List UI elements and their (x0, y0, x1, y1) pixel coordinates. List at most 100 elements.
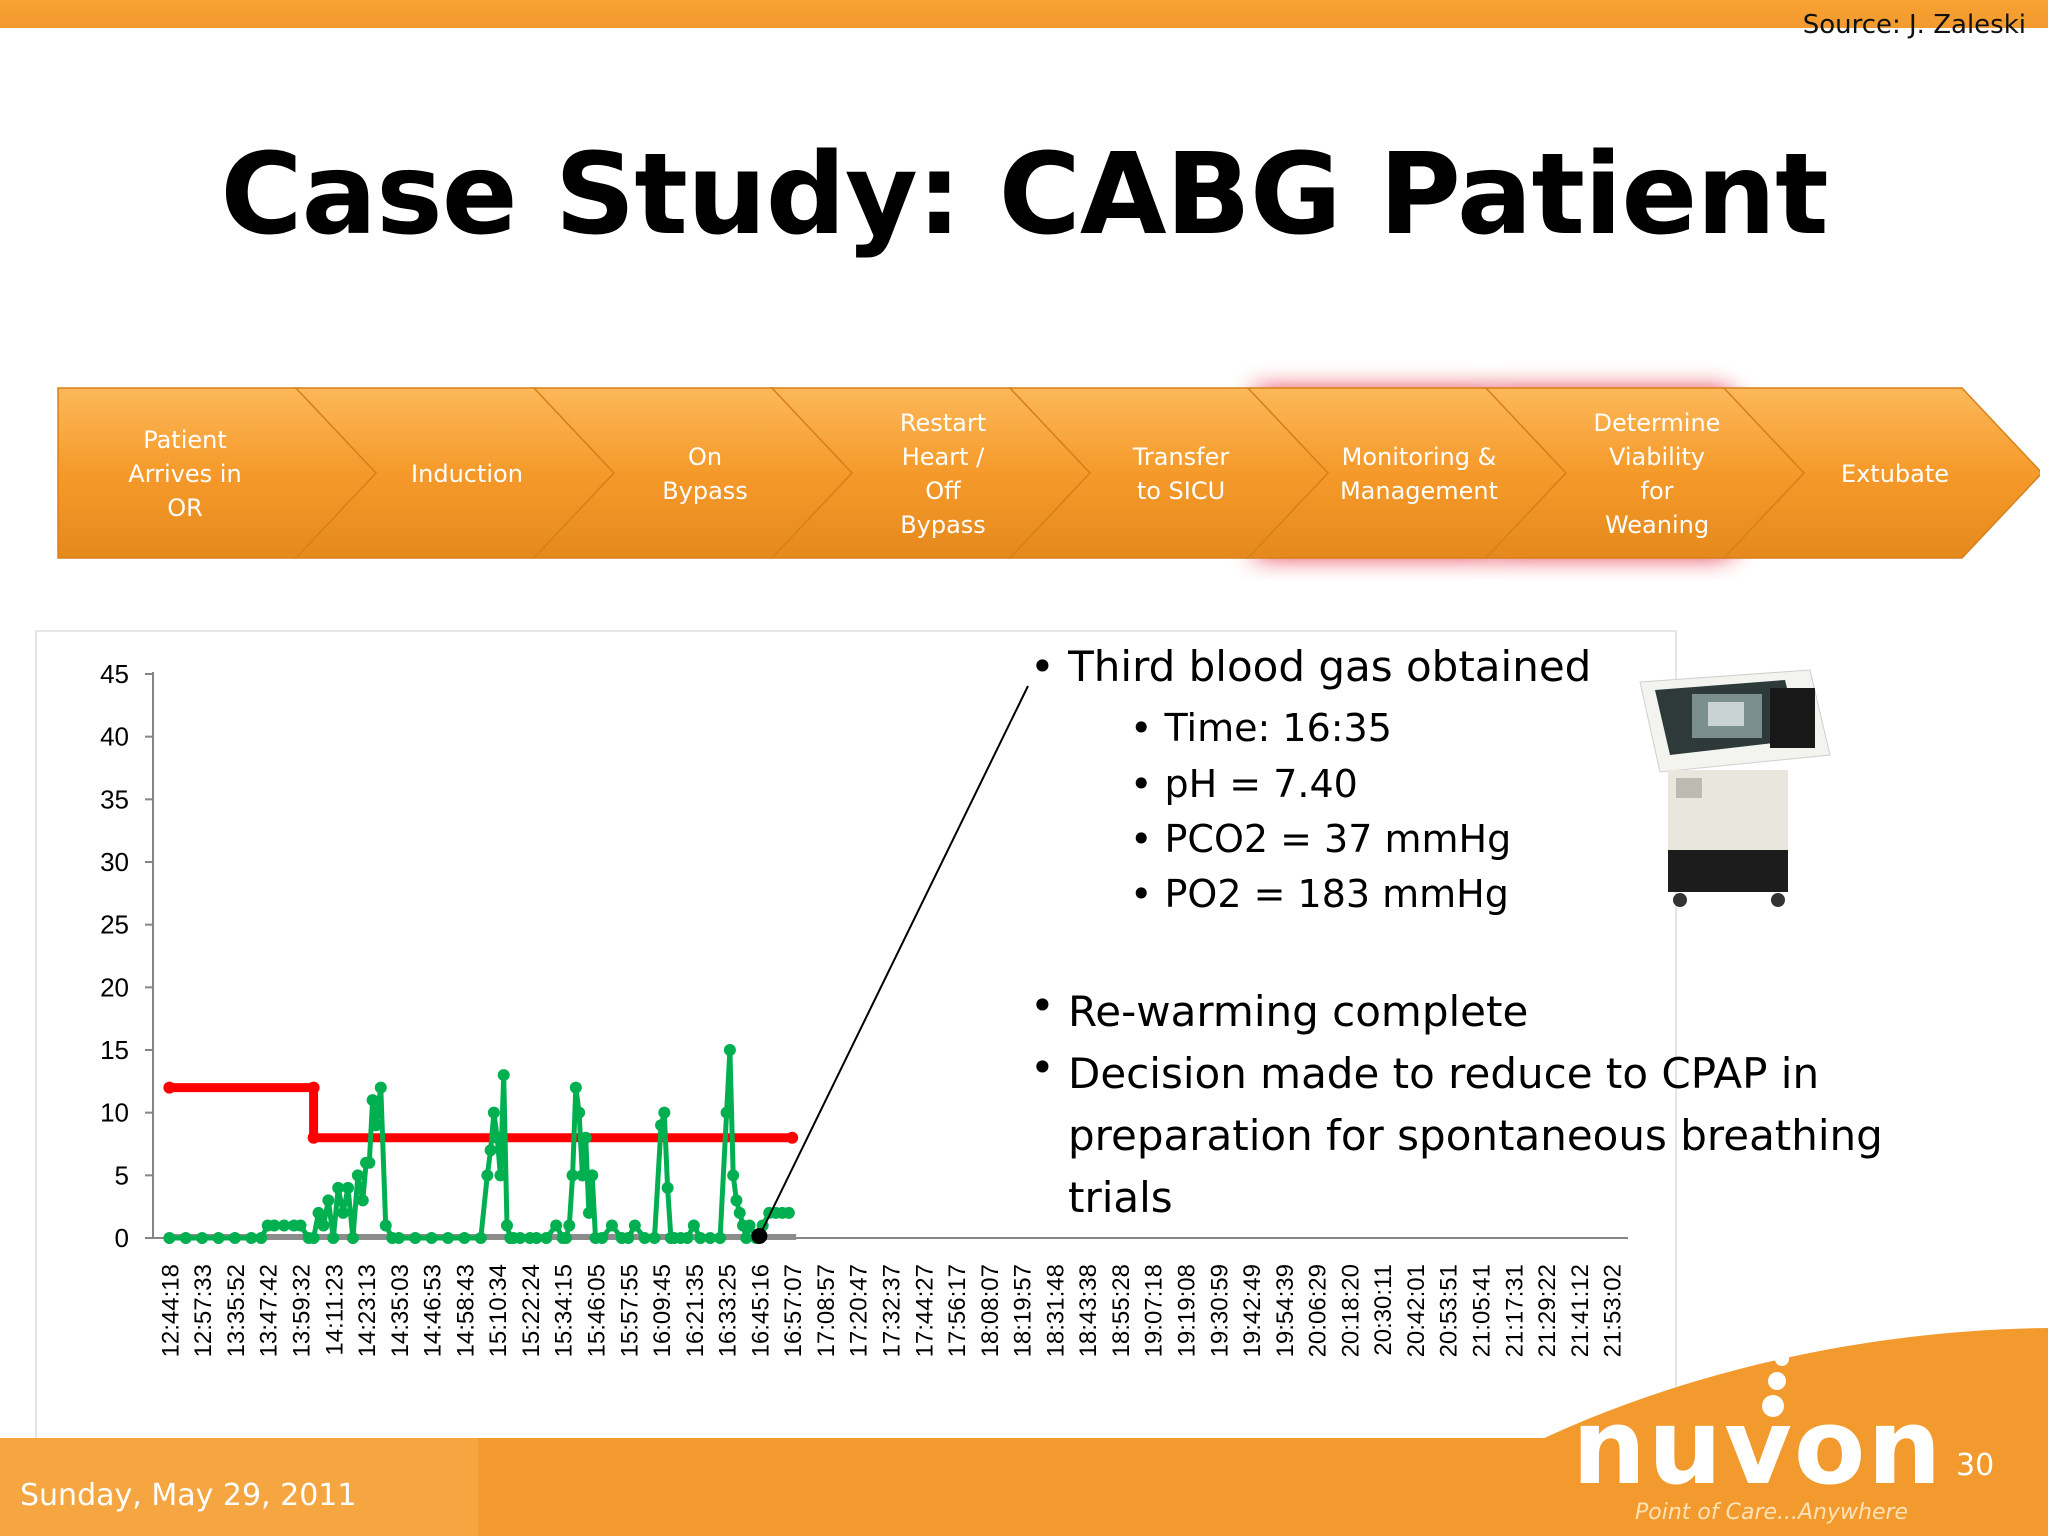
x-tick-label: 13:47:42 (256, 1264, 283, 1357)
x-tick-label: 21:41:12 (1567, 1264, 1594, 1357)
data-point (442, 1232, 454, 1244)
x-tick-label: 16:09:45 (649, 1264, 676, 1357)
data-point (317, 1219, 330, 1232)
x-tick-label: 12:57:33 (190, 1264, 217, 1357)
data-point (294, 1219, 307, 1232)
data-point (458, 1232, 471, 1244)
x-tick-label: 17:32:37 (879, 1264, 906, 1357)
x-tick-label: 15:46:05 (584, 1264, 611, 1357)
data-point (346, 1232, 359, 1244)
process-step-label: Induction (411, 460, 523, 488)
y-tick-label: 20 (100, 972, 129, 1002)
data-point (687, 1219, 700, 1232)
x-tick-label: 19:19:08 (1174, 1264, 1201, 1357)
data-point (196, 1232, 209, 1244)
x-tick-label: 16:45:16 (747, 1264, 774, 1357)
data-point (605, 1219, 618, 1232)
callout-marker (751, 1228, 768, 1244)
data-point (514, 1232, 527, 1244)
data-point (494, 1169, 507, 1182)
x-tick-label: 18:08:07 (977, 1264, 1004, 1357)
x-tick-label: 18:31:48 (1042, 1264, 1069, 1357)
data-point (392, 1232, 405, 1244)
x-tick-label: 13:35:52 (223, 1264, 250, 1357)
data-point (655, 1119, 668, 1132)
data-point (730, 1194, 743, 1207)
data-point (307, 1131, 320, 1144)
data-point (576, 1169, 589, 1182)
data-point (540, 1232, 553, 1244)
annotation-item: • pH = 7.40 (1130, 762, 1358, 806)
data-point (704, 1232, 717, 1244)
data-point (179, 1232, 192, 1244)
x-tick-label: 13:59:32 (289, 1264, 316, 1357)
logo-tagline: Point of Care...Anywhere (1635, 1500, 1909, 1525)
x-tick-label: 14:46:53 (420, 1264, 447, 1357)
x-tick-label: 17:44:27 (911, 1264, 938, 1357)
x-tick-label: 17:20:47 (846, 1264, 873, 1357)
data-point (786, 1131, 799, 1144)
data-point (573, 1106, 586, 1119)
data-point (374, 1081, 387, 1094)
y-tick-label: 15 (100, 1035, 129, 1065)
x-tick-label: 14:23:13 (354, 1264, 381, 1357)
data-point (487, 1106, 500, 1119)
data-point (366, 1094, 379, 1107)
annotation-item: • PCO2 = 37 mmHg (1130, 817, 1512, 861)
x-tick-label: 19:07:18 (1141, 1264, 1168, 1357)
data-point (163, 1232, 176, 1244)
y-tick-label: 35 (100, 784, 129, 814)
data-point (661, 1181, 674, 1194)
x-tick-label: 16:21:35 (682, 1264, 709, 1357)
y-tick-label: 40 (100, 722, 129, 752)
annotation-heading: • Third blood gas obtained (1030, 642, 1592, 691)
x-tick-label: 15:34:15 (551, 1264, 578, 1357)
data-point (782, 1206, 795, 1219)
y-tick-label: 25 (100, 910, 129, 940)
data-point (351, 1169, 364, 1182)
data-point (337, 1206, 350, 1219)
x-tick-label: 18:43:38 (1075, 1264, 1102, 1357)
data-point (484, 1144, 497, 1157)
series-line (169, 1083, 793, 1143)
data-point (586, 1169, 599, 1182)
data-point (312, 1206, 325, 1219)
data-point (723, 1044, 736, 1056)
data-point (327, 1232, 340, 1244)
data-point (379, 1219, 392, 1232)
data-point (501, 1219, 513, 1232)
data-point (694, 1232, 707, 1244)
data-point (363, 1156, 376, 1169)
y-tick-label: 0 (115, 1223, 129, 1253)
data-point (474, 1232, 487, 1244)
y-tick-label: 10 (100, 1098, 129, 1128)
x-tick-label: 16:33:25 (715, 1264, 742, 1357)
x-tick-label: 20:18:20 (1337, 1264, 1364, 1357)
data-point (307, 1081, 320, 1094)
x-tick-label: 15:22:24 (518, 1264, 545, 1357)
data-point (582, 1206, 595, 1219)
process-step (1722, 387, 2040, 559)
callout-line (758, 685, 1029, 1237)
data-point (563, 1219, 576, 1232)
data-point (307, 1232, 320, 1244)
data-point (720, 1106, 733, 1119)
data-point (163, 1081, 176, 1094)
data-point (332, 1181, 345, 1194)
x-tick-label: 18:55:28 (1108, 1264, 1135, 1357)
x-tick-label: 19:30:59 (1206, 1264, 1233, 1357)
data-point (322, 1194, 335, 1207)
x-tick-label: 20:06:29 (1305, 1264, 1332, 1357)
source-label: Source: J. Zaleski (1802, 10, 2026, 40)
data-point (733, 1206, 746, 1219)
data-point (491, 1131, 504, 1144)
x-tick-label: 15:10:34 (485, 1264, 512, 1357)
data-point (727, 1169, 740, 1182)
slide-date: Sunday, May 29, 2011 (20, 1478, 357, 1513)
data-point (740, 1232, 753, 1244)
data-point (569, 1081, 582, 1094)
